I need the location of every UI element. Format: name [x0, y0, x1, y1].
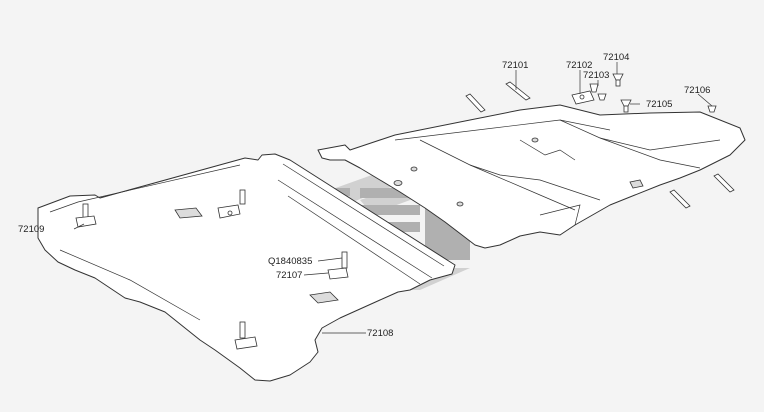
fastener-rear-left — [217, 189, 246, 219]
callout-72103: 72103 — [583, 70, 609, 81]
callout-72107: 72107 — [276, 270, 302, 281]
bolt-72103 — [589, 83, 607, 101]
rear-floor-carpet — [317, 104, 746, 249]
front-floor-carpet — [37, 153, 456, 382]
callout-72108: 72108 — [367, 328, 393, 339]
edge-strips — [465, 81, 735, 209]
clip-72107 — [327, 267, 349, 280]
fastener-72106 — [707, 105, 717, 113]
callout-72101: 72101 — [502, 60, 528, 71]
fastener-72109 — [75, 203, 97, 228]
bracket-72102 — [571, 90, 595, 105]
fastener-front-bottom — [234, 321, 258, 350]
callout-72106: 72106 — [684, 85, 710, 96]
fastener-72104 — [612, 73, 624, 87]
leader-lines — [73, 62, 713, 334]
fastener-Q1840835 — [341, 251, 348, 269]
callout-72104: 72104 — [603, 52, 629, 63]
callout-72109: 72109 — [18, 224, 44, 235]
callout-72105: 72105 — [646, 99, 672, 110]
callout-72102: 72102 — [566, 60, 592, 71]
fastener-72105 — [620, 99, 632, 113]
callout-Q1840835: Q1840835 — [268, 256, 312, 267]
